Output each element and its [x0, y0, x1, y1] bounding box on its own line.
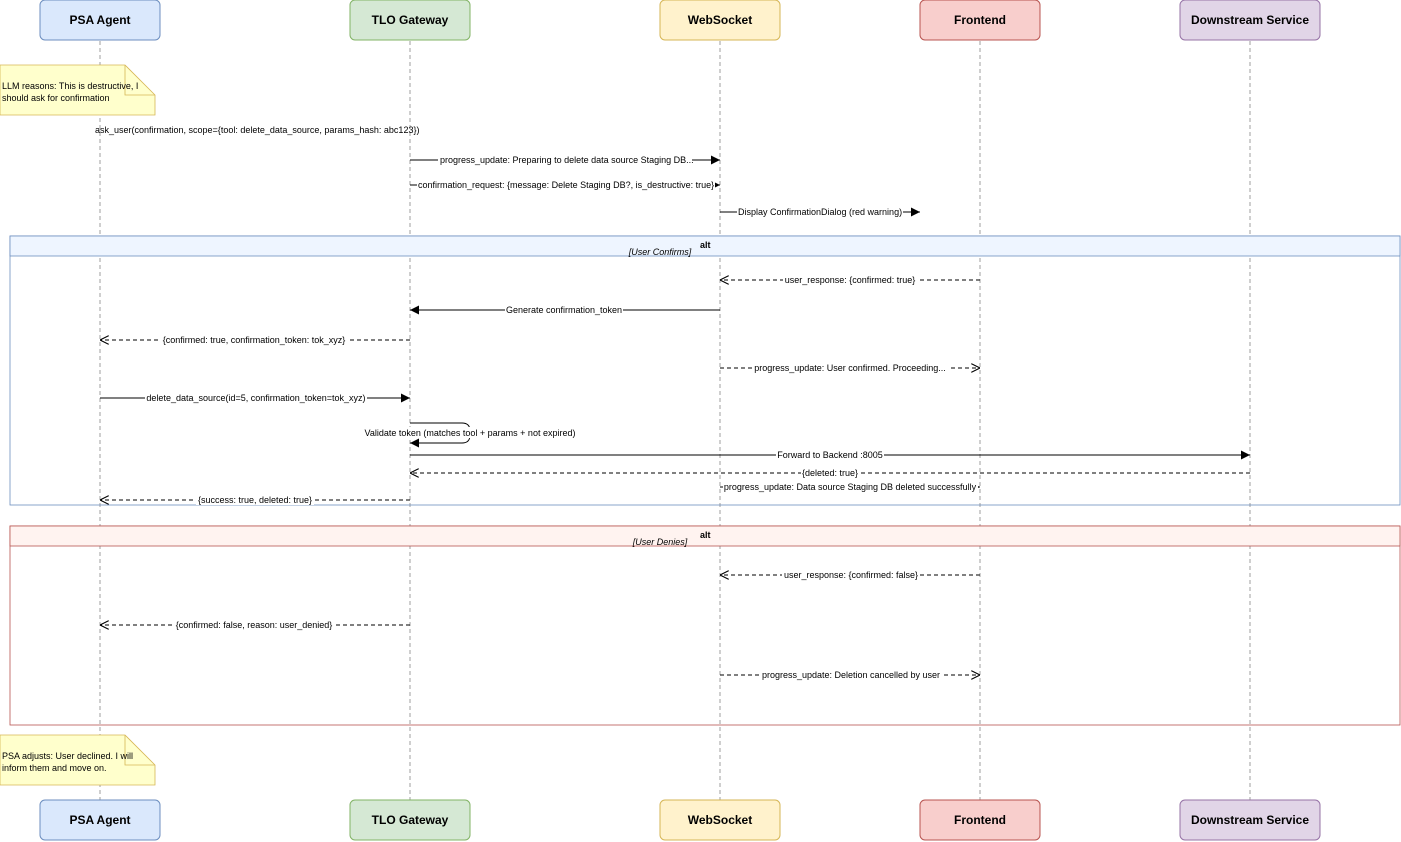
label-bg — [174, 619, 335, 630]
note-llm-reasoning[interactable] — [0, 64, 156, 116]
participant-label: Frontend — [954, 813, 1006, 827]
message-ask-user: ask_user(confirmation, scope={tool: dele… — [95, 125, 419, 135]
message-user-response-false[interactable]: user_response: {confirmed: false} — [720, 569, 980, 580]
participant-box — [349, 799, 471, 841]
frame-guard: [User Confirms] — [628, 247, 692, 257]
participant-label: Frontend — [954, 13, 1006, 27]
arrow-label: user_response: {confirmed: false} — [784, 570, 918, 580]
note-fold — [124, 735, 155, 766]
participant-label: WebSocket — [688, 13, 752, 27]
participant-label: TLO Gateway — [372, 13, 449, 27]
message-progress-confirmed[interactable]: progress_update: User confirmed. Proceed… — [720, 362, 980, 373]
arrow-label: user_response: {confirmed: true} — [785, 275, 916, 285]
participant-frontend-bottom[interactable]: Frontend — [919, 799, 1041, 841]
participant-box — [659, 0, 781, 41]
arrow-label: progress_update: Data source Staging DB … — [724, 482, 977, 492]
frame-header — [9, 525, 1401, 547]
arrow-label: {confirmed: false, reason: user_denied} — [176, 620, 333, 630]
participant-label: WebSocket — [688, 813, 752, 827]
participant-box — [39, 799, 161, 841]
label-bg — [783, 274, 917, 285]
participant-label: PSA Agent — [69, 13, 130, 27]
message-display-dialog[interactable]: Display ConfirmationDialog (red warning) — [720, 206, 920, 217]
message-user-response-true[interactable]: user_response: {confirmed: true} — [720, 274, 980, 285]
label-bg — [438, 154, 692, 165]
message-denied-return[interactable]: {confirmed: false, reason: user_denied} — [100, 619, 410, 630]
message-success-return[interactable]: {success: true, deleted: true} — [100, 494, 410, 505]
label-bg — [145, 392, 367, 403]
label-bg — [364, 427, 576, 438]
participant-websocket-top[interactable]: WebSocket — [659, 0, 781, 41]
participant-tlo-gateway-bottom[interactable]: TLO Gateway — [349, 799, 471, 841]
arrow-label: Forward to Backend :8005 — [777, 450, 883, 460]
note-top-text: LLM reasons: This is destructive, I shou… — [2, 81, 139, 103]
participant-label: TLO Gateway — [372, 813, 449, 827]
label-bg — [723, 481, 978, 492]
label-bg — [776, 449, 884, 460]
lifelines — [99, 41, 1251, 800]
label-bg — [753, 362, 949, 373]
arrow-label: Display ConfirmationDialog (red warning) — [738, 207, 902, 217]
arrow-label: progress_update: Preparing to delete dat… — [440, 155, 694, 165]
participant-websocket-bottom[interactable]: WebSocket — [659, 799, 781, 841]
arrow-label: Validate token (matches tool + params + … — [365, 428, 576, 438]
note-fold — [124, 65, 155, 96]
participant-label: PSA Agent — [69, 813, 130, 827]
frame-guard: [User Denies] — [632, 537, 688, 547]
message-delete-data-source[interactable]: delete_data_source(id=5, confirmation_to… — [100, 392, 410, 403]
label-bg — [505, 304, 623, 315]
label-bg — [801, 467, 859, 478]
participant-box — [39, 0, 161, 41]
participant-psa-agent-top[interactable]: PSA Agent — [39, 0, 161, 41]
message-confirmed-token-return[interactable]: {confirmed: true, confirmation_token: to… — [100, 334, 410, 345]
arrow-label: confirmation_request: {message: Delete S… — [418, 180, 714, 190]
frame-operator: alt — [700, 240, 711, 250]
participant-downstream-service-bottom[interactable]: Downstream Service — [1179, 799, 1321, 841]
message-forward-backend[interactable]: Forward to Backend :8005 — [410, 449, 1250, 460]
message-confirmation-request[interactable]: confirmation_request: {message: Delete S… — [410, 179, 720, 190]
participant-label: Downstream Service — [1191, 813, 1309, 827]
participant-label: Downstream Service — [1191, 13, 1309, 27]
arrow-label: {deleted: true} — [802, 468, 858, 478]
participant-box — [349, 0, 471, 41]
frame-user-denies[interactable]: [User Denies] alt — [9, 525, 1401, 726]
arrow-label: progress_update: User confirmed. Proceed… — [754, 363, 946, 373]
label-bg — [196, 494, 314, 505]
note-shape — [0, 64, 156, 116]
participant-box — [919, 799, 1041, 841]
participant-downstream-service-top[interactable]: Downstream Service — [1179, 0, 1321, 41]
label-bg — [160, 334, 348, 345]
arrow-label: progress_update: Deletion cancelled by u… — [762, 670, 940, 680]
participant-tlo-gateway-top[interactable]: TLO Gateway — [349, 0, 471, 41]
label-bg — [417, 179, 715, 190]
message-progress-preparing[interactable]: progress_update: Preparing to delete dat… — [410, 154, 720, 165]
frame-operator: alt — [700, 530, 711, 540]
arrow-label: {confirmed: true, confirmation_token: to… — [163, 335, 346, 345]
message-progress-deleted[interactable]: progress_update: Data source Staging DB … — [720, 481, 980, 492]
label-bg — [760, 669, 942, 680]
participant-box — [1179, 0, 1321, 41]
note-bottom-text: PSA adjusts: User declined. I will infor… — [2, 751, 134, 773]
participant-box — [659, 799, 781, 841]
message-deleted-true[interactable]: {deleted: true} — [410, 467, 1250, 478]
arrow-label: {success: true, deleted: true} — [198, 495, 312, 505]
message-progress-cancelled[interactable]: progress_update: Deletion cancelled by u… — [720, 669, 980, 680]
frame-header — [9, 235, 1401, 257]
participant-box — [919, 0, 1041, 41]
participant-psa-agent-bottom[interactable]: PSA Agent — [39, 799, 161, 841]
label-bg — [782, 569, 920, 580]
frame-user-confirms[interactable]: [User Confirms] alt — [9, 235, 1401, 506]
note-psa-adjusts[interactable] — [0, 734, 156, 786]
arrow-label: delete_data_source(id=5, confirmation_to… — [146, 393, 365, 403]
frame-border — [9, 235, 1401, 506]
participant-frontend-top[interactable]: Frontend — [919, 0, 1041, 41]
participant-box — [1179, 799, 1321, 841]
message-validate-token[interactable]: Validate token (matches tool + params + … — [364, 422, 576, 448]
arrow-label: Generate confirmation_token — [506, 305, 622, 315]
message-generate-token[interactable]: Generate confirmation_token — [410, 304, 720, 315]
note-shape — [0, 734, 156, 786]
label-bg — [737, 206, 903, 217]
